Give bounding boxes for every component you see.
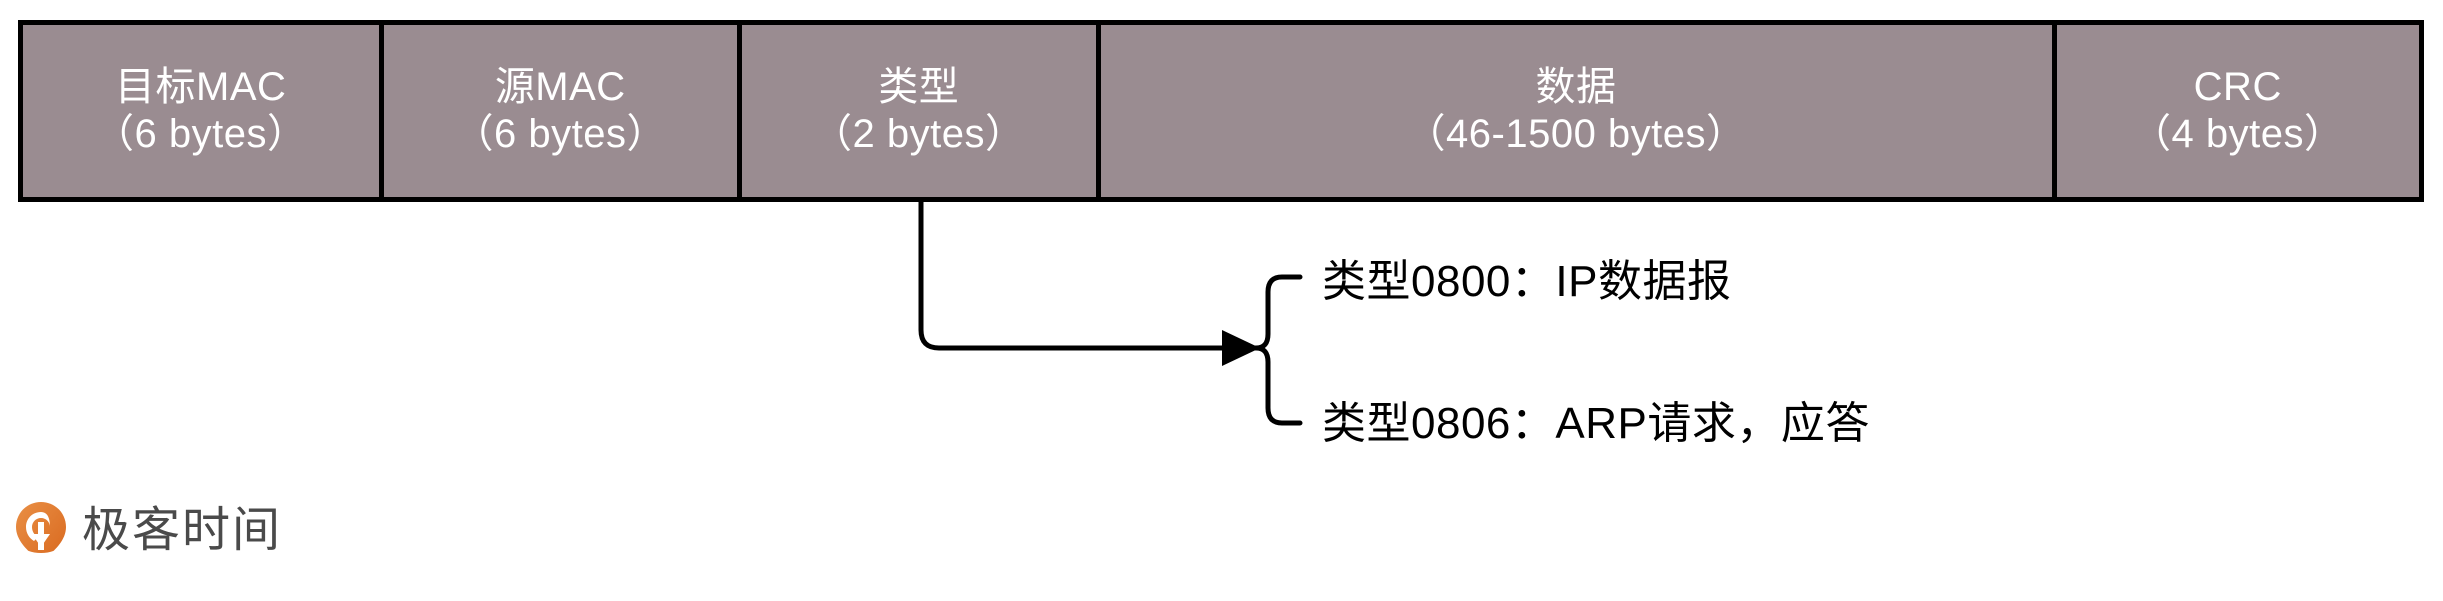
callout-label-type-0806: 类型0806：ARP请求，应答 — [1322, 399, 1870, 448]
field-label-size: （6 bytes） — [94, 112, 308, 156]
field-label-name: 源MAC — [494, 64, 626, 109]
elbow-connector-line — [918, 202, 1222, 351]
field-label-size: （2 bytes） — [812, 112, 1026, 156]
field-label-name: CRC — [2193, 64, 2282, 109]
frame-field-data: 数据 （46-1500 bytes） — [1100, 25, 2057, 197]
field-label-name: 目标MAC — [115, 64, 287, 109]
frame-field-type: 类型 （2 bytes） — [742, 25, 1101, 197]
footer-logo: 极客时间 — [14, 500, 282, 562]
geektime-drop-icon — [16, 502, 66, 562]
frame-field-crc: CRC （4 bytes） — [2056, 25, 2419, 197]
field-label-size: （46-1500 bytes） — [1405, 112, 1747, 156]
field-label-size: （4 bytes） — [2131, 112, 2345, 156]
field-label-name: 类型 — [878, 64, 960, 109]
connector-arrow-head — [1222, 330, 1260, 366]
logo-arrow-head — [32, 534, 50, 547]
field-label-name: 数据 — [1535, 64, 1617, 109]
frame-field-destination-mac: 目标MAC （6 bytes） — [23, 25, 384, 197]
field-label-size: （6 bytes） — [453, 112, 667, 156]
logo-crescent-cut — [18, 544, 64, 562]
curly-brace-icon — [1237, 274, 1303, 426]
logo-wordmark: 极客时间 — [82, 504, 283, 557]
frame-field-source-mac: 源MAC （6 bytes） — [383, 25, 743, 197]
callout-label-type-0800: 类型0800：IP数据报 — [1322, 257, 1732, 306]
ethernet-frame-table: 目标MAC （6 bytes） 源MAC （6 bytes） 类型 （2 byt… — [18, 20, 2424, 202]
